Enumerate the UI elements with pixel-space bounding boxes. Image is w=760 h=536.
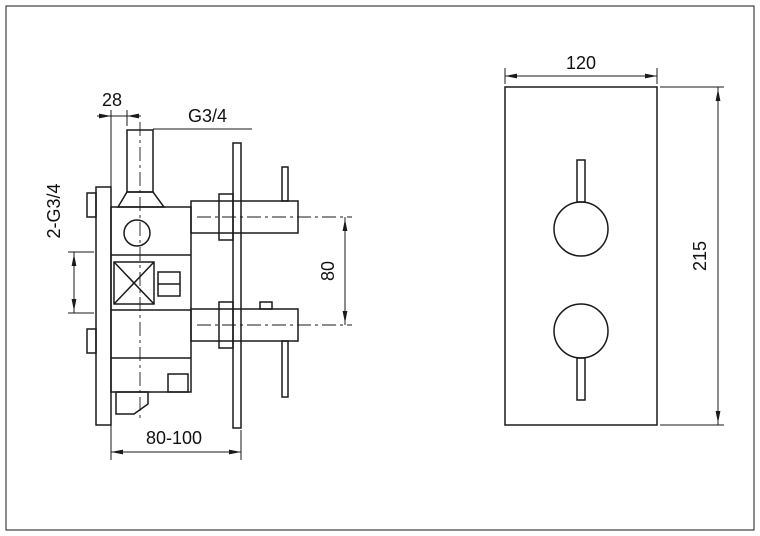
dim-label-28: 28	[102, 90, 122, 110]
top-handle-stem	[281, 166, 289, 202]
mounting-clip-top	[86, 192, 97, 218]
dim-label-120: 120	[566, 53, 596, 73]
bottom-handle-tab	[259, 301, 273, 310]
side-view	[86, 122, 352, 429]
wall-plate	[232, 142, 242, 429]
outlet-detail	[167, 373, 189, 393]
mounting-clip-bottom	[86, 328, 97, 354]
bottom-spout	[115, 391, 149, 415]
front-view-dimensions: 120 215	[504, 53, 724, 426]
bottom-knob-lever	[576, 357, 586, 401]
side-view-dimensions: 28 G3/4 2-G3/4 80 80-100	[44, 90, 348, 460]
cartridge	[113, 261, 155, 305]
mounting-rail	[95, 186, 112, 426]
elbow-fitting	[123, 219, 151, 247]
bottom-handle-collar	[218, 301, 234, 349]
valve-body	[110, 206, 192, 393]
page-frame	[5, 5, 755, 531]
top-knob	[553, 201, 609, 257]
top-knob-lever	[576, 159, 586, 203]
front-view	[504, 86, 658, 426]
dim-label-80-100: 80-100	[146, 428, 202, 448]
cartridge-diagonal-2	[113, 261, 155, 305]
dim-label-80: 80	[318, 261, 338, 281]
trim-plate	[504, 86, 658, 426]
dim-label-215: 215	[690, 241, 710, 271]
pipe-transition	[116, 191, 166, 208]
bottom-handle-body	[190, 308, 299, 342]
bottom-handle-stem	[281, 340, 289, 398]
top-handle-collar	[218, 193, 234, 241]
dim-label-2g34: 2-G3/4	[44, 183, 64, 238]
top-handle-body	[190, 200, 299, 234]
dim-label-g34: G3/4	[188, 106, 227, 126]
bottom-knob	[553, 303, 609, 359]
